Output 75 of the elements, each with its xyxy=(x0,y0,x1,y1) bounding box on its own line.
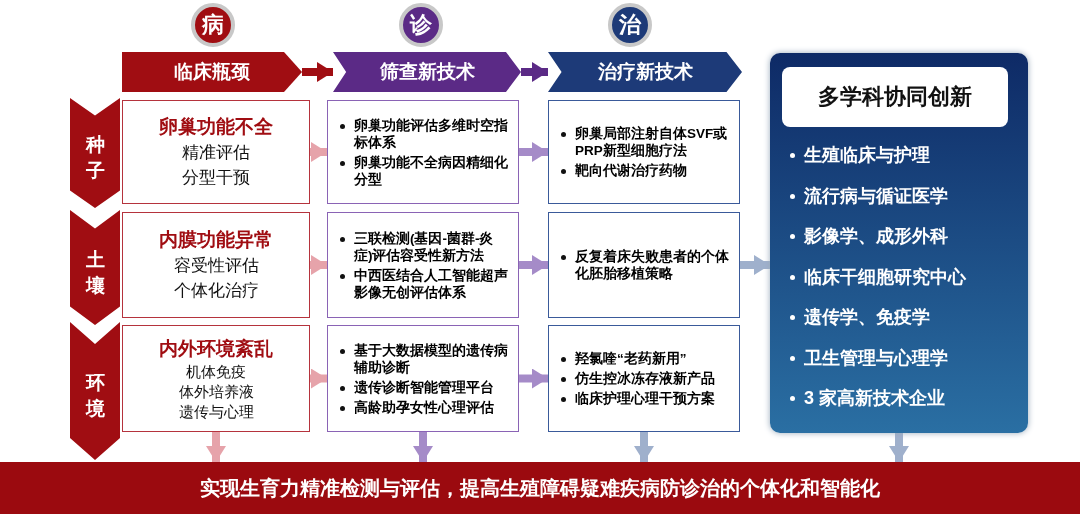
row-label: 土壤 xyxy=(85,247,105,298)
content-box xyxy=(327,325,519,432)
bullet-item: 卵巢功能不全病因精细化分型 xyxy=(354,154,508,187)
row-header-tab xyxy=(70,322,120,460)
arrow xyxy=(519,368,548,389)
bullet-item: 高龄助孕女性心理评估 xyxy=(354,399,494,415)
badge-text: 治 xyxy=(619,11,641,39)
bullet-item: 遗传诊断智能管理平台 xyxy=(354,379,494,395)
discipline-item: 流行病与循证医学 xyxy=(804,185,948,206)
issue-text: 遗传与心理 xyxy=(178,401,254,422)
issue-heading: 内膜功能异常 xyxy=(159,228,273,252)
header-text: 筛查新技术 xyxy=(379,60,475,84)
heading-box xyxy=(782,67,1008,127)
issue-text: 容受性评估 xyxy=(173,255,259,277)
discipline-item: 生殖临床与护理 xyxy=(804,145,930,165)
content-box xyxy=(327,212,519,318)
issue-heading: 内外环境紊乱 xyxy=(159,336,273,361)
discipline-item: 3 家高新技术企业 xyxy=(804,388,945,408)
row-header-tab xyxy=(70,210,120,325)
arrow xyxy=(519,142,548,162)
row-label: 环境 xyxy=(85,371,105,421)
bullet-item: 仿生控冰冻存液新产品 xyxy=(575,371,715,386)
content-box xyxy=(327,100,519,204)
arrow xyxy=(634,432,654,462)
discipline-item: 影像学、成形外科 xyxy=(804,226,948,246)
discipline-item: 遗传学、免疫学 xyxy=(804,307,930,327)
issue-heading: 卵巢功能不全 xyxy=(159,115,273,139)
bullet-item: 中西医结合人工智能超声影像无创评估体系 xyxy=(354,267,508,300)
header-text: 治疗新技术 xyxy=(597,60,693,84)
badge-text: 诊 xyxy=(410,11,432,39)
arrow xyxy=(413,432,433,462)
issue-text: 个体化治疗 xyxy=(173,280,259,302)
arrow xyxy=(310,142,327,162)
bullet-item: 卵巢功能评估多维时空指标体系 xyxy=(354,117,508,150)
arrow xyxy=(302,62,333,82)
bullet-item: 靶向代谢治疗药物 xyxy=(575,163,687,178)
bullet-item: 三联检测(基因-菌群-炎症)评估容受性新方法 xyxy=(354,230,494,263)
circle-badge xyxy=(191,3,235,47)
discipline-item: 卫生管理与心理学 xyxy=(804,347,948,368)
content-box xyxy=(548,100,740,204)
arrow xyxy=(310,255,327,275)
arrow xyxy=(519,255,548,275)
team-panel xyxy=(770,53,1028,433)
arrow xyxy=(310,368,327,389)
goal-banner xyxy=(0,462,1080,514)
content-box xyxy=(548,325,740,432)
issue-text: 精准评估 xyxy=(182,142,250,164)
column-header-banner xyxy=(122,52,302,92)
issue-text: 机体免疫 xyxy=(186,361,246,382)
content-box xyxy=(122,212,310,318)
bullet-item: 羟氯喹“老药新用” xyxy=(575,351,687,366)
column-header-banner xyxy=(548,52,742,92)
header-text: 临床瓶颈 xyxy=(174,60,250,84)
issue-text: 分型干预 xyxy=(182,167,250,189)
panel-heading: 多学科协同创新 xyxy=(818,83,972,111)
arrow xyxy=(521,62,548,82)
row-label: 种子 xyxy=(85,133,105,183)
goal-text: 实现生育力精准检测与评估，提高生殖障碍疑难疾病防诊治的个体化和智能化 xyxy=(200,475,880,501)
bullet-item: 反复着床失败患者的个体化胚胎移植策略 xyxy=(575,249,729,281)
circle-badge xyxy=(608,3,652,47)
discipline-item: 临床干细胞研究中心 xyxy=(804,266,966,287)
arrow xyxy=(889,433,909,462)
content-box xyxy=(122,325,310,432)
arrow xyxy=(206,432,226,462)
circle-badge xyxy=(399,3,443,47)
bullet-item: 临床护理心理干预方案 xyxy=(575,391,715,406)
arrow xyxy=(740,255,770,275)
row-header-tab xyxy=(70,98,120,208)
issue-text: 体外培养液 xyxy=(178,381,254,402)
bullet-item: 基于大数据模型的遗传病辅助诊断 xyxy=(354,342,508,375)
content-box xyxy=(122,100,310,204)
column-header-banner xyxy=(333,52,521,92)
badge-text: 病 xyxy=(202,11,224,39)
bullet-item: 卵巢局部注射自体SVF或PRP新型细胞疗法 xyxy=(575,126,728,158)
content-box xyxy=(548,212,740,318)
